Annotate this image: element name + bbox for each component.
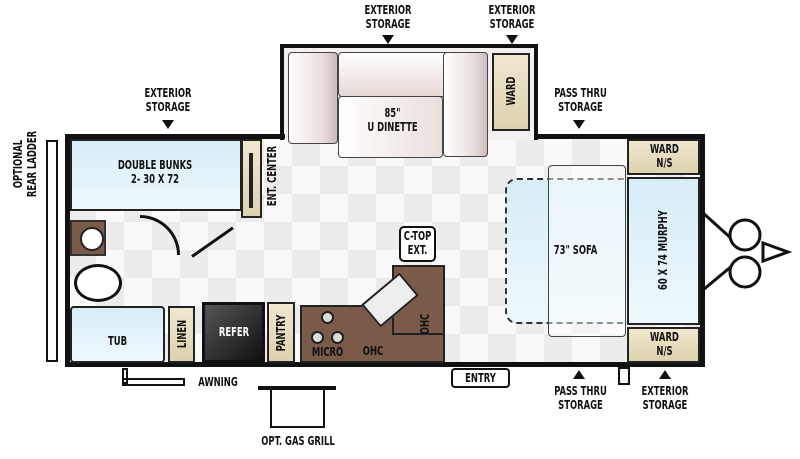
pantry-label: PANTRY: [274, 314, 288, 352]
slideout: [280, 44, 538, 140]
awning: [122, 368, 128, 384]
hitch-icon: [703, 211, 793, 292]
sofa: [548, 165, 626, 337]
double-bunks: [70, 139, 242, 211]
linen-label: LINEN: [175, 319, 189, 349]
dinette-label: 85" U DINETTE: [367, 106, 418, 134]
wall-right: [700, 134, 705, 367]
rear-ladder: [46, 140, 58, 362]
linen-closet: [168, 306, 195, 363]
pantry: [267, 302, 295, 363]
tub: [70, 306, 165, 363]
micro-label: MICRO: [311, 345, 344, 359]
sofa-bed-area: [505, 178, 630, 324]
awning-label: AWNING: [198, 375, 238, 389]
gas-grill-label: OPT. GAS GRILL: [261, 434, 335, 448]
entry-door: [451, 368, 510, 388]
ward-ns-top-label: WARD N/S: [650, 142, 679, 170]
wall-left: [65, 134, 70, 367]
exterior-storage-label-3: EXTERIOR STORAGE: [144, 86, 192, 114]
bathroom-sink: [70, 220, 106, 256]
arrow-icon: [506, 35, 518, 44]
dinette-table: [338, 96, 443, 158]
wardrobe-ns-bottom: [627, 327, 700, 363]
dinette-seat-left: [288, 52, 338, 144]
ctop-ext-label: C-TOP EXT.: [403, 229, 432, 257]
arrow-icon: [573, 120, 585, 129]
exterior-storage-label-2: EXTERIOR STORAGE: [488, 3, 536, 31]
wall-top-right: [535, 134, 705, 139]
exterior-storage-label-bottom: EXTERIOR STORAGE: [641, 384, 689, 412]
dinette-seat-right: [443, 52, 488, 157]
toilet-icon: [74, 264, 122, 302]
refer-label: REFER: [218, 325, 250, 339]
ctop-ext-box: [399, 226, 436, 262]
ohc-label-1: OHC: [362, 344, 384, 358]
murphy-bed: [627, 177, 700, 325]
step-icon: [618, 367, 630, 385]
murphy-label: 60 X 74 MURPHY: [656, 210, 670, 290]
stove-burner-icon: [331, 331, 344, 344]
ohc-label-2: OHC: [418, 313, 432, 335]
arrow-icon: [162, 120, 174, 129]
arrow-icon: [573, 370, 585, 379]
wardrobe-ns-top: [627, 139, 700, 175]
double-bunks-label: DOUBLE BUNKS 2- 30 X 72: [117, 158, 193, 186]
ward-slideout: [492, 53, 530, 131]
ladder-label: OPTIONAL REAR LADDER: [11, 130, 39, 198]
awning-bar: [122, 378, 185, 386]
wall-bottom: [65, 362, 705, 367]
exterior-storage-label-1: EXTERIOR STORAGE: [364, 3, 412, 31]
pass-thru-storage-label-top: PASS THRU STORAGE: [554, 86, 607, 114]
ent-center-label: ENT. CENTER: [265, 145, 279, 207]
wall-top-left: [65, 134, 285, 139]
arrow-icon: [382, 35, 394, 44]
arrow-icon: [659, 370, 671, 379]
tv-icon: [249, 153, 253, 208]
stove-burner-icon: [321, 311, 334, 324]
ward-ns-bottom-label: WARD N/S: [650, 330, 679, 358]
gas-grill-body: [270, 390, 325, 428]
sofa-label: 73" SOFA: [553, 243, 598, 257]
gas-grill: [258, 386, 336, 390]
ward-slideout-label: WARD: [504, 76, 518, 106]
refrigerator: [202, 302, 265, 363]
tub-label: TUB: [107, 334, 127, 348]
stove-burner-icon: [311, 331, 324, 344]
pass-thru-storage-label-bottom: PASS THRU STORAGE: [554, 384, 607, 412]
entry-label: ENTRY: [465, 371, 496, 385]
